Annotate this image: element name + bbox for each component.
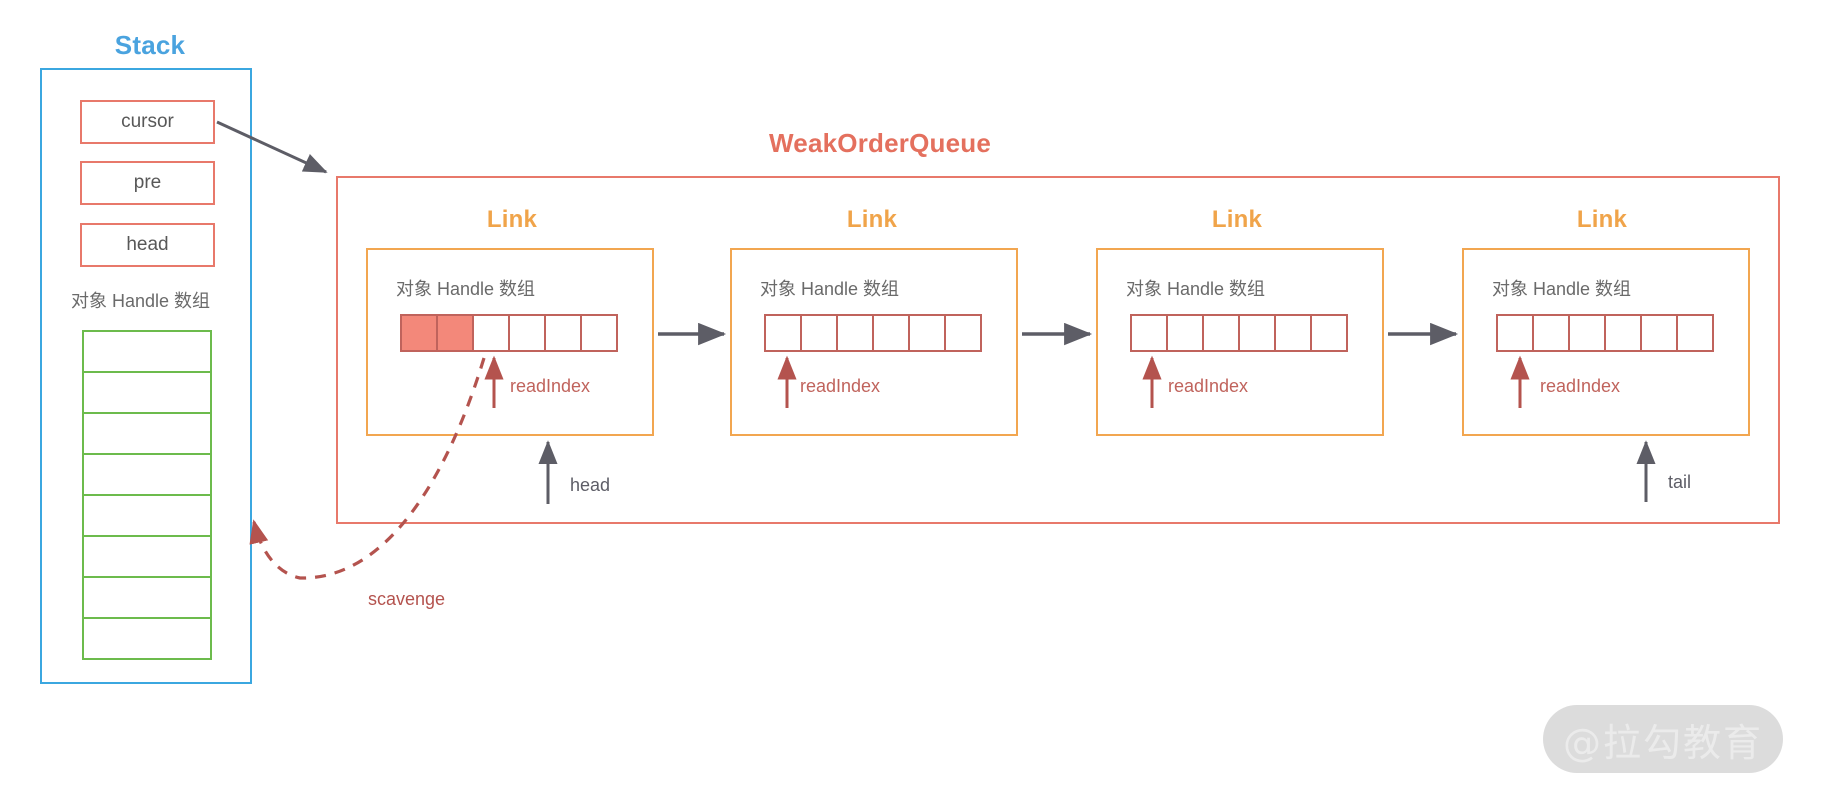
link-4-array-caption: 对象 Handle 数组 <box>1492 279 1632 299</box>
stack-field-pre-label: pre <box>133 172 162 193</box>
stack-handle-cell[interactable] <box>84 578 210 619</box>
link-4-cell-4[interactable] <box>1642 316 1678 350</box>
link-2-readindex-label: readIndex <box>800 376 881 396</box>
link-4-cell-0[interactable] <box>1498 316 1534 350</box>
link-1-cell-3[interactable] <box>510 316 546 350</box>
link-3-cell-1[interactable] <box>1168 316 1204 350</box>
stack-handle-cell[interactable] <box>84 332 210 373</box>
link-2-array-caption: 对象 Handle 数组 <box>760 279 900 299</box>
link-3-array-caption: 对象 Handle 数组 <box>1126 279 1266 299</box>
link-2-cell-3[interactable] <box>874 316 910 350</box>
link-3-cell-2[interactable] <box>1204 316 1240 350</box>
stack-title: Stack <box>114 30 186 60</box>
link-1-cell-0[interactable] <box>402 316 438 350</box>
link-3-readindex-label: readIndex <box>1168 376 1249 396</box>
stack-handle-cell[interactable] <box>84 496 210 537</box>
link-2-cell-0[interactable] <box>766 316 802 350</box>
link-3-cell-0[interactable] <box>1132 316 1168 350</box>
stack-field-head-label: head <box>126 234 169 255</box>
cursor-to-queue-arrow <box>216 120 328 174</box>
link-1-title: Link <box>486 206 538 233</box>
link-4-cell-1[interactable] <box>1534 316 1570 350</box>
head-pointer-label: head <box>570 475 611 495</box>
link-1-readindex-label: readIndex <box>510 376 591 396</box>
stack-field-cursor[interactable]: cursor <box>80 100 215 144</box>
link-1-cell-1[interactable] <box>438 316 474 350</box>
stack-field-cursor-label: cursor <box>121 111 174 132</box>
link-3-title: Link <box>1211 206 1263 233</box>
link-3-cell-3[interactable] <box>1240 316 1276 350</box>
link-2-cell-2[interactable] <box>838 316 874 350</box>
stack-handle-cell[interactable] <box>84 373 210 414</box>
link-3-cell-4[interactable] <box>1276 316 1312 350</box>
stack-field-head[interactable]: head <box>80 223 215 267</box>
watermark: @拉勾教育 <box>1543 705 1783 773</box>
tail-pointer-label: tail <box>1668 472 1692 492</box>
link-4-cell-3[interactable] <box>1606 316 1642 350</box>
scavenge-arrow <box>249 357 486 580</box>
link-1-handle-array <box>400 314 618 352</box>
link-3-handle-array <box>1130 314 1348 352</box>
link-4-handle-array <box>1496 314 1714 352</box>
link-2-cell-1[interactable] <box>802 316 838 350</box>
stack-handle-cell[interactable] <box>84 455 210 496</box>
link-1-array-caption: 对象 Handle 数组 <box>396 279 536 299</box>
stack-field-pre[interactable]: pre <box>80 161 215 205</box>
link-1-cell-4[interactable] <box>546 316 582 350</box>
stack-handle-cell[interactable] <box>84 414 210 455</box>
stack-handle-array <box>82 330 212 660</box>
scavenge-label: scavenge <box>368 589 446 609</box>
link-2-title: Link <box>846 206 898 233</box>
link-2-cell-4[interactable] <box>910 316 946 350</box>
link-4-cell-2[interactable] <box>1570 316 1606 350</box>
link-4-title: Link <box>1576 206 1628 233</box>
link-1-cell-2[interactable] <box>474 316 510 350</box>
weak-order-queue-title: WeakOrderQueue <box>769 128 991 158</box>
stack-handle-cell[interactable] <box>84 537 210 578</box>
link-2-handle-array <box>764 314 982 352</box>
link-4-readindex-label: readIndex <box>1540 376 1621 396</box>
stack-array-caption: 对象 Handle 数组 <box>71 291 211 311</box>
